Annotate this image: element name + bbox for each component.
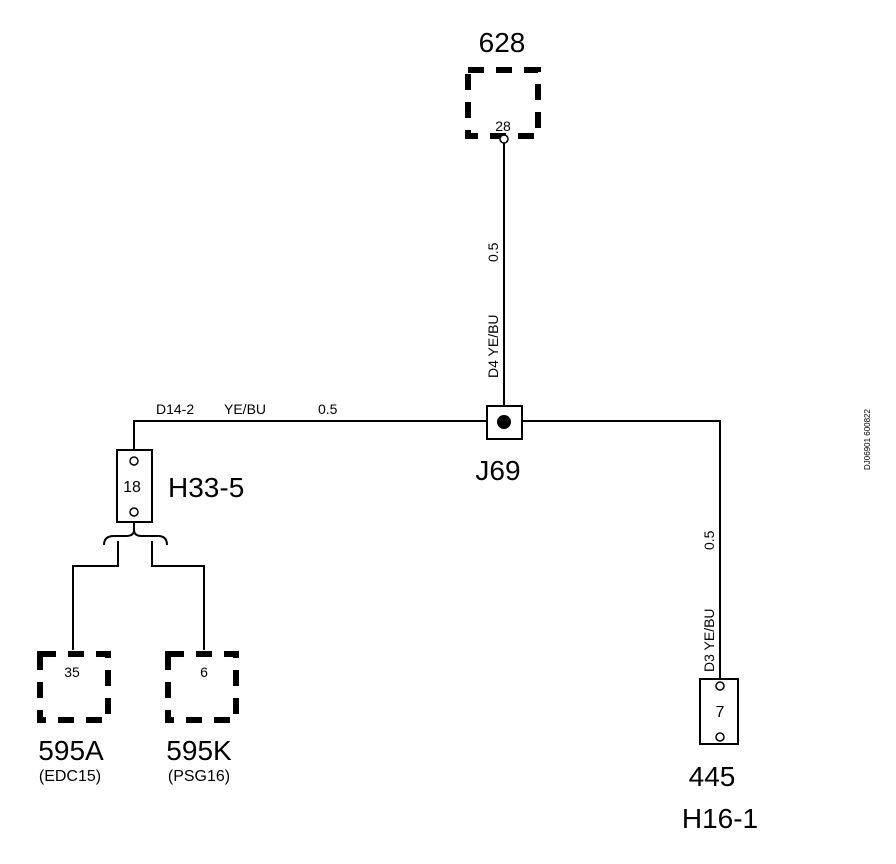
component-595k-label: 595K [166, 735, 232, 766]
connector-h16-1-label: H16-1 [682, 803, 758, 834]
wire-top-code: D4 YE/BU [485, 314, 501, 378]
connector-445-terminal-top [715, 681, 725, 691]
splice-j69-node [497, 415, 511, 429]
wire-horizontal-size: 0.5 [318, 401, 338, 417]
splice-j69-box [486, 405, 523, 440]
component-595a-pin: 35 [64, 664, 80, 680]
branch-brace [103, 529, 168, 546]
wire-right-size: 0.5 [701, 530, 717, 550]
connector-445-terminal-bottom [715, 732, 725, 742]
component-628-terminal [499, 134, 509, 144]
wire-horizontal-color: YE/BU [224, 401, 266, 417]
component-595a-box [37, 651, 111, 723]
component-595k-box [165, 651, 239, 723]
connector-h33-5-pin: 18 [123, 479, 141, 496]
wire-horizontal-right [522, 420, 721, 679]
connector-445-label: 445 [689, 761, 736, 792]
connector-h33-5-label: H33-5 [168, 472, 244, 503]
component-595k-pin: 6 [200, 664, 208, 680]
component-595k-sublabel: (PSG16) [168, 768, 230, 785]
component-628-pin: 28 [495, 118, 511, 134]
connector-445-pin: 7 [716, 704, 725, 721]
wire-to-595k [151, 541, 205, 650]
wire-top-size: 0.5 [485, 242, 501, 262]
connector-h33-5-terminal-top [129, 456, 139, 466]
wire-to-595a [72, 541, 119, 650]
connector-h33-5-terminal-bottom [129, 507, 139, 517]
component-595a-sublabel: (EDC15) [39, 768, 101, 785]
wire-horizontal-code: D14-2 [156, 401, 194, 417]
wire-right-code: D3 YE/BU [701, 608, 717, 672]
component-628-label: 628 [479, 27, 526, 58]
wire-horizontal-left [133, 420, 487, 450]
component-595a-label: 595A [38, 735, 104, 766]
document-id: DJ06901 600822 [863, 409, 872, 470]
splice-j69-label: J69 [475, 455, 520, 486]
